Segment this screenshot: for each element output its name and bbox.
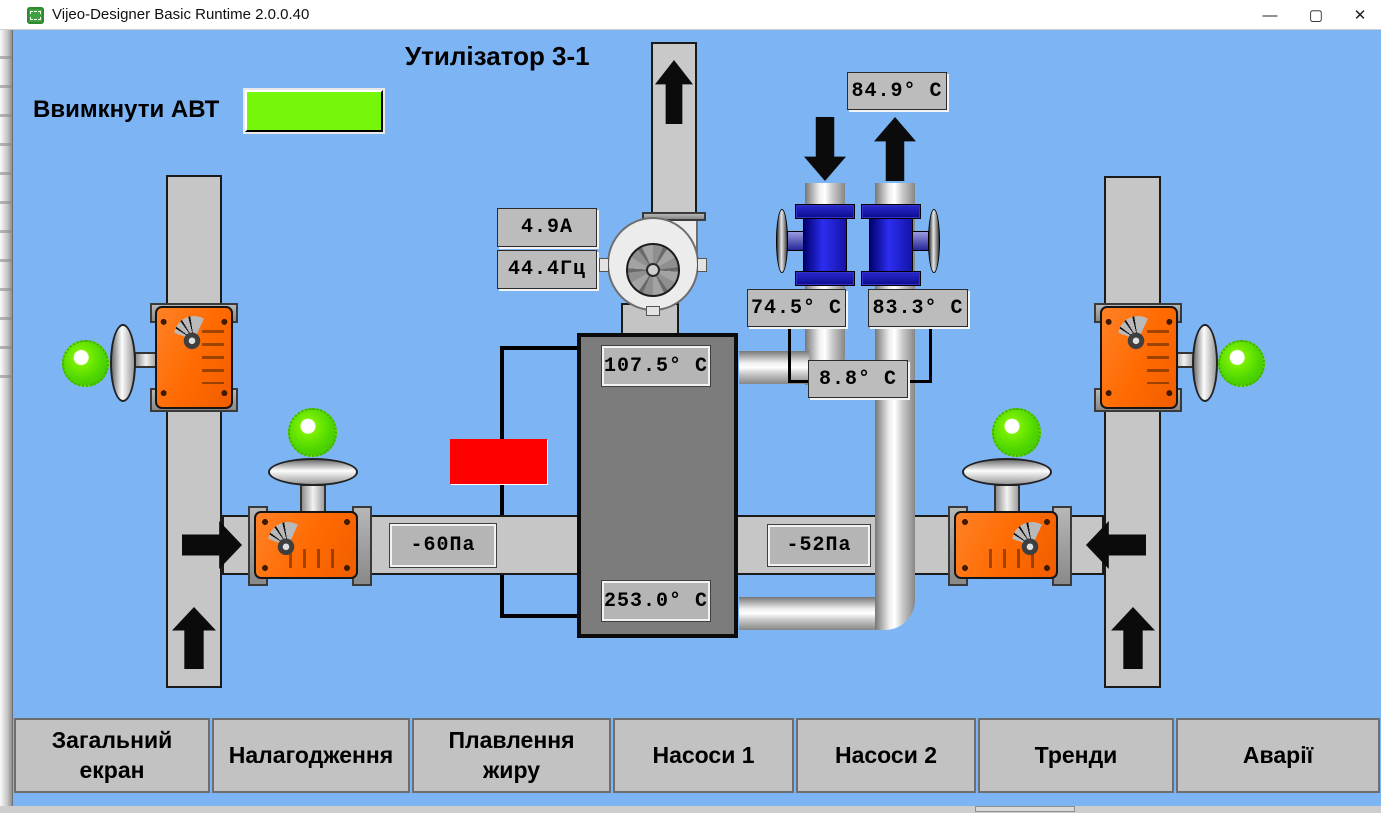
valve-flange (861, 271, 921, 286)
right-vertical-duct (1104, 176, 1161, 688)
right-pressure-display: -52Па (768, 525, 870, 566)
title-bar (0, 0, 1381, 30)
sensor-link-line (908, 380, 932, 383)
exhaust-top-temp-display: 84.9° C (847, 72, 947, 110)
fan-mount-tab (697, 258, 707, 272)
fan-flange (642, 212, 706, 221)
damper-blade (268, 458, 358, 486)
app-icon (27, 7, 44, 24)
actuator-position-dial (174, 316, 214, 356)
valve-handwheel (928, 209, 940, 273)
fan-mount-tab (646, 306, 660, 316)
alarm-connector-line (504, 346, 579, 350)
close-button[interactable]: ✕ (1353, 7, 1367, 24)
sensor-link-line (929, 327, 932, 383)
valve-stem (911, 231, 929, 251)
status-lamp (1218, 340, 1265, 387)
unit-bottom-temp-display: 253.0° C (602, 581, 710, 621)
nav-button-trends[interactable]: Тренди (978, 718, 1174, 793)
status-lamp (288, 408, 337, 457)
status-lamp (992, 408, 1041, 457)
fan-mount-tab (599, 258, 609, 272)
ambient-temp-display: 8.8° C (808, 360, 908, 398)
left-pressure-display: -60Па (390, 524, 496, 567)
nav-button-main-screen[interactable]: Загальний екран (14, 718, 210, 793)
damper-shaft (300, 484, 326, 514)
avt-enable-button[interactable] (245, 90, 383, 132)
nav-button-pumps-1[interactable]: Насоси 1 (613, 718, 794, 793)
status-lamp (62, 340, 109, 387)
sensor-link-line (790, 380, 810, 383)
left-vertical-duct (166, 175, 222, 688)
alarm-connector-line (504, 614, 579, 618)
return-valve (869, 212, 913, 278)
supply-valve (803, 212, 847, 278)
window-title: Vijeo-Designer Basic Runtime 2.0.0.40 (52, 6, 310, 23)
background-window-bottom (0, 806, 1381, 813)
inlet-temp-display: 74.5° C (747, 289, 846, 327)
alarm-indicator (450, 439, 547, 484)
fan-frequency-display: 44.4Гц (497, 250, 597, 289)
maximize-button[interactable]: ▢ (1308, 7, 1324, 24)
background-window-fragment (975, 806, 1075, 812)
actuator-position-dial (268, 522, 308, 562)
supply-pipe-stub (739, 351, 809, 384)
nav-button-fat-melting[interactable]: Плавлення жиру (412, 718, 611, 793)
nav-button-setup[interactable]: Налагодження (212, 718, 410, 793)
valve-flange (795, 271, 855, 286)
avt-label: Ввимкнути АВТ (33, 96, 220, 123)
valve-flange (861, 204, 921, 219)
background-window-toolbar (0, 30, 12, 390)
nav-button-pumps-2[interactable]: Насоси 2 (796, 718, 976, 793)
fan-hub (646, 263, 660, 277)
damper-blade (110, 324, 136, 402)
unit-top-temp-display: 107.5° C (602, 346, 710, 386)
damper-shaft (994, 484, 1020, 514)
valve-flange (795, 204, 855, 219)
actuator-position-dial (1012, 522, 1052, 562)
actuator-position-dial (1118, 316, 1158, 356)
page-title: Утилізатор 3-1 (405, 41, 590, 71)
minimize-button[interactable]: — (1262, 6, 1278, 24)
outlet-temp-display: 83.3° C (868, 289, 968, 327)
sensor-link-line (788, 327, 791, 383)
return-pipe-stub (739, 597, 879, 630)
damper-blade (1192, 324, 1218, 402)
fan-current-display: 4.9A (497, 208, 597, 247)
nav-button-alarms[interactable]: Аварії (1176, 718, 1380, 793)
damper-blade (962, 458, 1052, 486)
